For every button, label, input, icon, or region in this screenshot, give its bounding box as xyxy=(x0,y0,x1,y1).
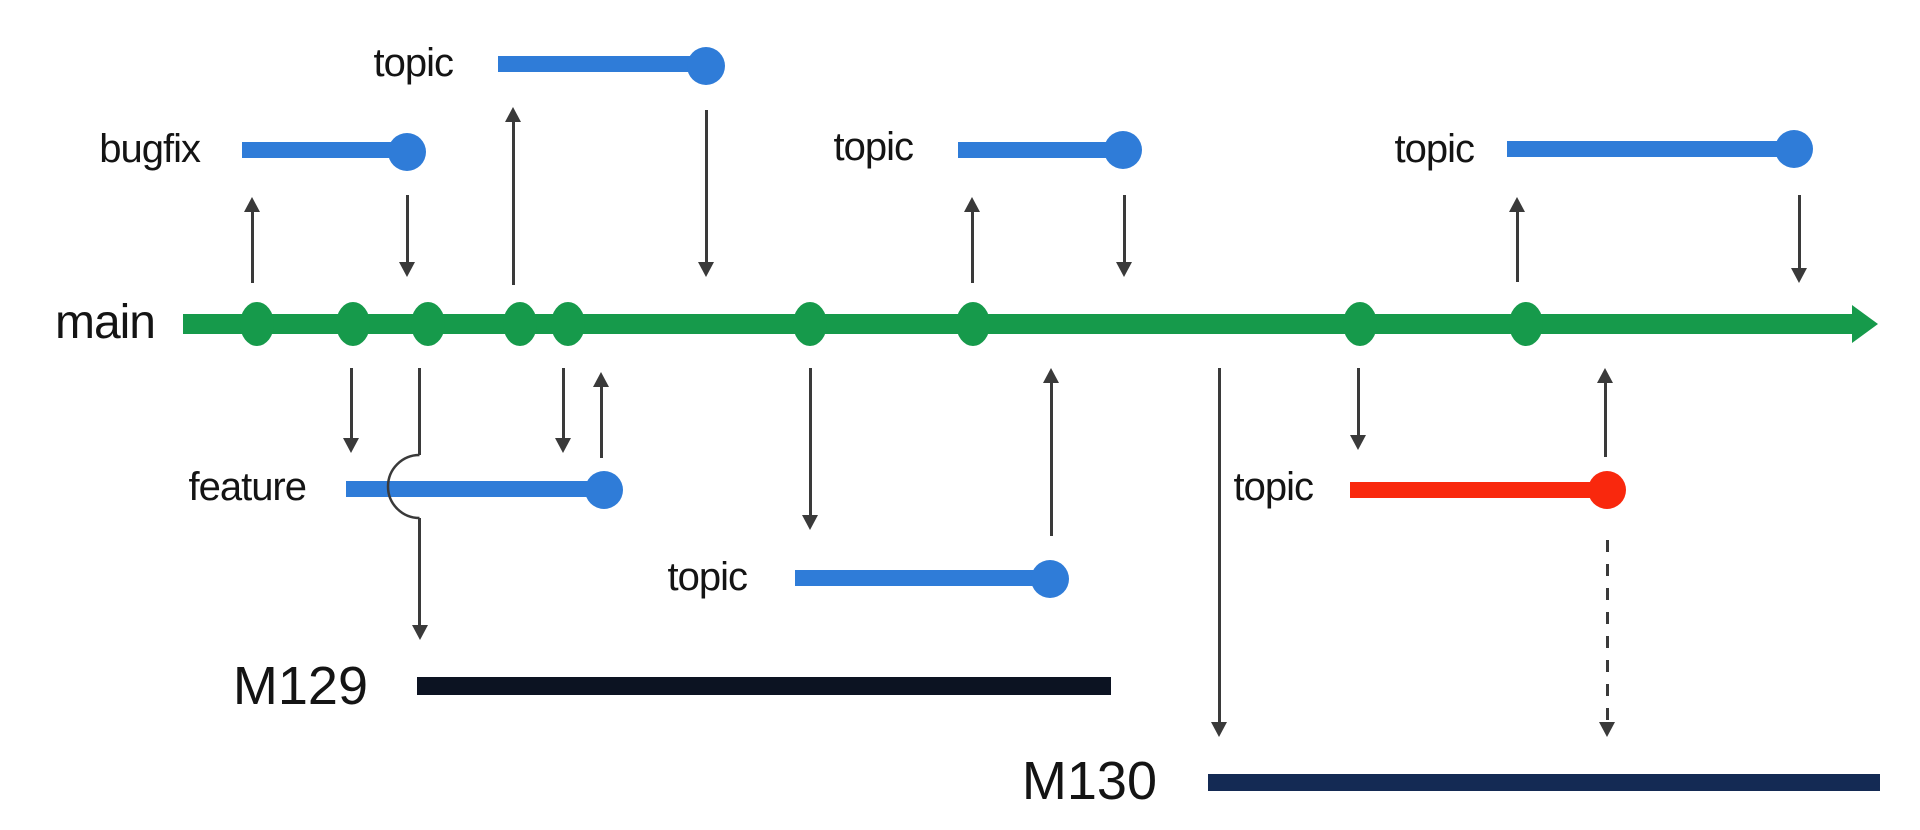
branch-arrowhead-icon xyxy=(505,107,521,122)
update-arrow-stem xyxy=(561,368,565,438)
commit-dot xyxy=(503,302,537,346)
branch-arrow-stem xyxy=(970,210,974,283)
branch-arrow-stem xyxy=(349,368,353,438)
main-branch-arrowhead-icon xyxy=(1852,305,1878,343)
milestone-label-m129: M129 xyxy=(232,655,368,716)
dashed-tag-arrowhead-icon xyxy=(1599,722,1615,737)
branch-head-node xyxy=(687,47,725,85)
merge-arrow-stem xyxy=(1122,195,1126,262)
branch-arrowhead-icon xyxy=(343,438,359,453)
merge-arrowhead-icon xyxy=(1043,368,1059,383)
branch-arrow-stem xyxy=(1356,368,1360,435)
main-branch-label: main xyxy=(54,296,156,350)
merge-arrowhead-icon xyxy=(698,262,714,277)
milestone-m129-line-lower xyxy=(418,518,421,625)
branch-label-topic-red: topic xyxy=(1233,465,1314,510)
branch-bar-topic-top-left xyxy=(498,56,706,72)
commit-dot xyxy=(956,302,990,346)
milestone-bar-m129 xyxy=(417,677,1111,695)
branch-label-feature: feature xyxy=(188,465,307,510)
branch-head-node-red xyxy=(1588,471,1626,509)
milestone-m130-line xyxy=(1217,368,1221,722)
merge-arrowhead-icon xyxy=(399,262,415,277)
milestone-m129-arrowhead-icon xyxy=(411,625,428,640)
commit-dot xyxy=(1343,302,1377,346)
branch-arrow-stem xyxy=(511,120,515,285)
branch-label-topic-upper-right: topic xyxy=(1394,127,1475,172)
branch-bar-topic-lower-middle xyxy=(795,570,1050,586)
commit-dot xyxy=(551,302,585,346)
branch-arrowhead-icon xyxy=(1509,197,1525,212)
branch-bar-topic-red xyxy=(1350,482,1607,498)
milestone-label-m130: M130 xyxy=(1021,750,1157,811)
milestone-m129-line-upper xyxy=(418,368,421,455)
commit-dot xyxy=(1509,302,1543,346)
line-hop-arc-icon xyxy=(386,453,420,520)
merge-arrow-stem xyxy=(1603,381,1607,457)
update-arrowhead-icon xyxy=(555,438,571,453)
branch-arrow-stem xyxy=(808,368,812,515)
merge-arrow-stem xyxy=(599,385,603,458)
commit-dot xyxy=(240,302,274,346)
merge-arrow-stem xyxy=(1049,381,1053,536)
branch-label-topic-upper-middle: topic xyxy=(833,125,914,170)
branch-label-topic-top-left: topic xyxy=(373,41,454,86)
branch-head-node xyxy=(1031,560,1069,598)
branch-head-node xyxy=(1104,131,1142,169)
dashed-tag-arrow-stem xyxy=(1605,540,1609,720)
commit-dot xyxy=(793,302,827,346)
commit-dot xyxy=(411,302,445,346)
merge-arrowhead-icon xyxy=(1597,368,1613,383)
milestone-m130-arrowhead-icon xyxy=(1211,722,1227,737)
branch-label-topic-lower-middle: topic xyxy=(667,555,748,600)
branch-arrow-stem xyxy=(1515,210,1519,282)
branch-arrowhead-icon xyxy=(1350,435,1366,450)
merge-arrow-stem xyxy=(405,195,409,262)
branch-label-bugfix: bugfix xyxy=(99,127,201,172)
merge-arrowhead-icon xyxy=(593,372,609,387)
branch-arrowhead-icon xyxy=(964,197,980,212)
branch-arrow-stem xyxy=(250,210,254,283)
merge-arrow-stem xyxy=(1797,195,1801,268)
branch-bar-topic-upper-right xyxy=(1507,141,1794,157)
merge-arrow-stem xyxy=(704,110,708,262)
branch-arrowhead-icon xyxy=(244,197,260,212)
branch-bar-bugfix xyxy=(242,142,407,158)
branch-arrowhead-icon xyxy=(802,515,818,530)
main-branch-line xyxy=(183,314,1852,334)
branch-head-node xyxy=(585,471,623,509)
merge-arrowhead-icon xyxy=(1116,262,1132,277)
branch-head-node xyxy=(1775,130,1813,168)
branch-bar-feature xyxy=(346,481,604,497)
commit-dot xyxy=(336,302,370,346)
merge-arrowhead-icon xyxy=(1791,268,1807,283)
branch-head-node xyxy=(388,133,426,171)
milestone-bar-m130 xyxy=(1208,774,1880,791)
branch-bar-topic-upper-middle xyxy=(958,142,1123,158)
